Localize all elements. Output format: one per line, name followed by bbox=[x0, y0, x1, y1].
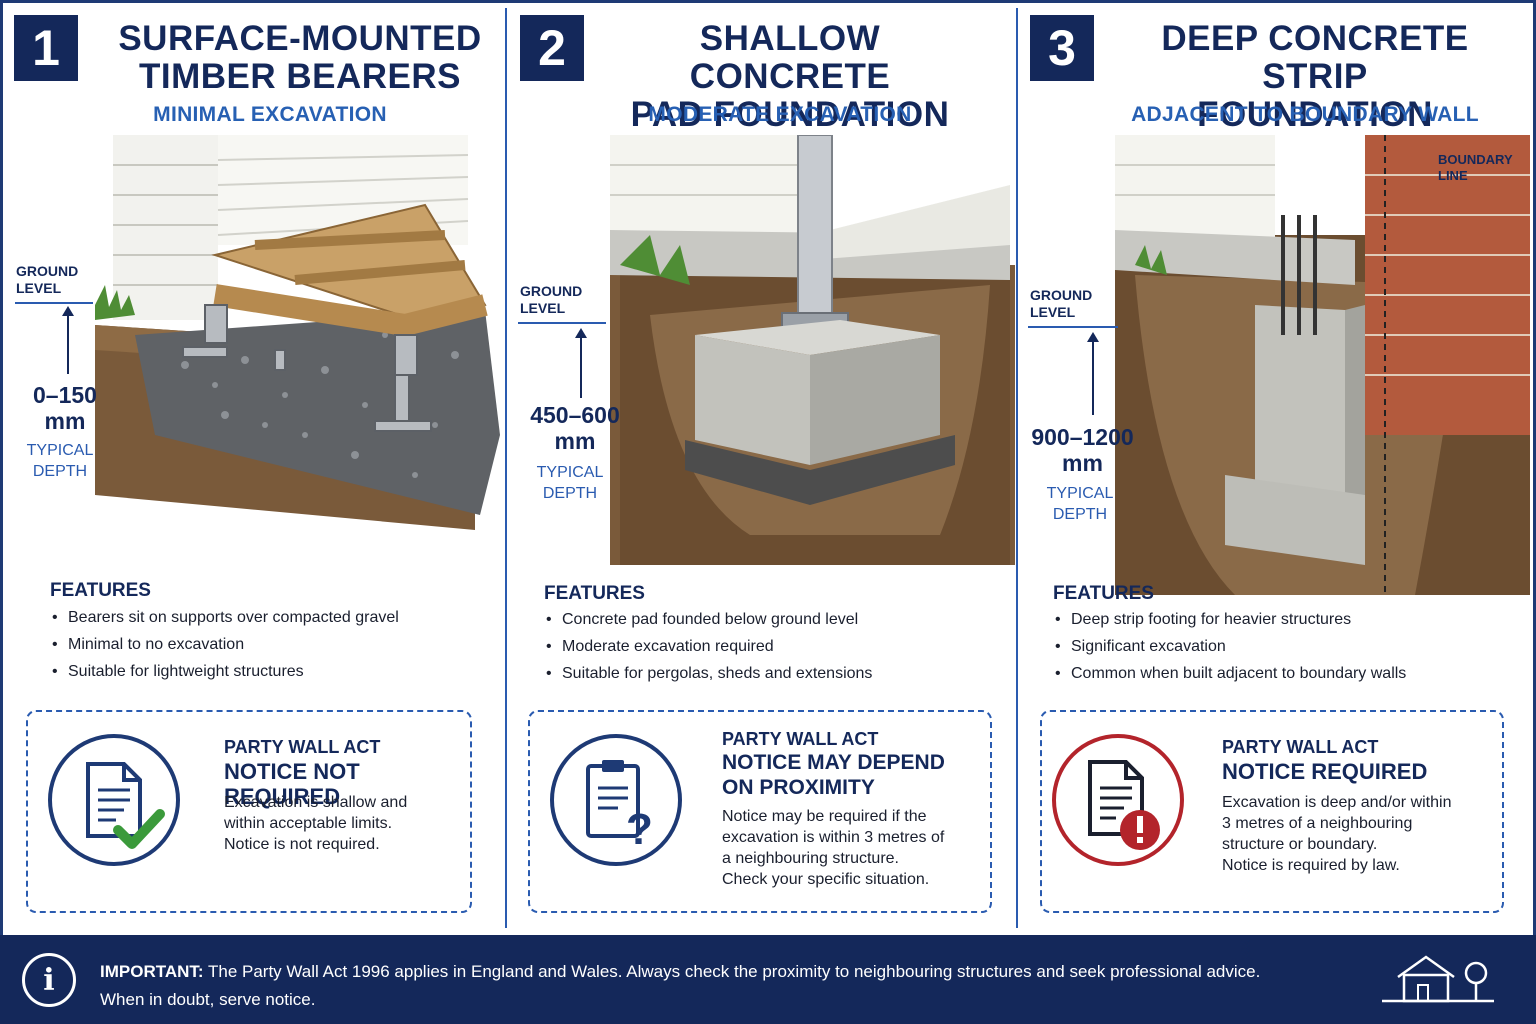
document-check-icon bbox=[48, 734, 180, 866]
panel-title: SHALLOW CONCRETE PAD FOUNDATION bbox=[630, 19, 950, 134]
typical-depth-value: 0–150 mm bbox=[33, 382, 97, 434]
panel-title: DEEP CONCRETE STRIP FOUNDATION bbox=[1161, 19, 1469, 134]
ground-level-label: GROUND LEVEL bbox=[1030, 287, 1093, 320]
features-list: Bearers sit on supports over compacted g… bbox=[50, 607, 399, 688]
notice-heading: PARTY WALL ACT bbox=[224, 737, 381, 757]
ground-level-label: GROUND LEVEL bbox=[520, 283, 583, 316]
notice-card: ? PARTY WALL ACT NOTICE MAY DEPEND ON PR… bbox=[528, 710, 992, 913]
feature-item: Suitable for pergolas, sheds and extensi… bbox=[544, 663, 872, 690]
info-icon: i bbox=[22, 953, 76, 1007]
typical-depth-label: TYPICAL DEPTH bbox=[26, 442, 94, 480]
features-list: Deep strip footing for heavier structure… bbox=[1053, 609, 1406, 690]
concrete-pad-illustration bbox=[610, 135, 1015, 565]
house-tree-icon bbox=[1378, 949, 1498, 1014]
features-list: Concrete pad founded below ground level … bbox=[544, 609, 872, 690]
column-divider bbox=[505, 8, 507, 928]
feature-item: Moderate excavation required bbox=[544, 636, 872, 663]
feature-item: Common when built adjacent to boundary w… bbox=[1053, 663, 1406, 690]
panel-subtitle: MODERATE EXCAVATION bbox=[648, 103, 912, 126]
column-divider bbox=[1016, 8, 1018, 928]
notice-description: Excavation is deep and/or within 3 metre… bbox=[1222, 794, 1452, 874]
feature-item: Significant excavation bbox=[1053, 636, 1406, 663]
timber-bearers-illustration bbox=[95, 135, 505, 565]
features-title: FEATURES bbox=[50, 580, 151, 601]
feature-item: Minimal to no excavation bbox=[50, 634, 399, 661]
features-title: FEATURES bbox=[544, 583, 645, 604]
notice-description: Notice may be required if the excavation… bbox=[722, 808, 945, 888]
features-title: FEATURES bbox=[1053, 583, 1154, 604]
footer-banner: i IMPORTANT: The Party Wall Act 1996 app… bbox=[0, 935, 1536, 1024]
notice-status: NOTICE REQUIRED bbox=[1222, 759, 1428, 784]
typical-depth-value: 900–1200 mm bbox=[1031, 424, 1134, 476]
footer-line-1: The Party Wall Act 1996 applies in Engla… bbox=[203, 962, 1261, 981]
panel-concrete-strip: 3 DEEP CONCRETE STRIP FOUNDATION ADJACEN… bbox=[1020, 0, 1536, 935]
panel-number: 2 bbox=[520, 15, 584, 81]
panel-subtitle: MINIMAL EXCAVATION bbox=[153, 103, 387, 126]
boundary-line-label: BOUNDARY LINE bbox=[1438, 152, 1513, 183]
ground-level-line bbox=[1028, 326, 1118, 328]
ground-level-line bbox=[518, 322, 606, 324]
concrete-strip-illustration bbox=[1115, 135, 1530, 595]
feature-item: Suitable for lightweight structures bbox=[50, 661, 399, 688]
notice-status: NOTICE MAY DEPEND bbox=[722, 751, 945, 774]
typical-depth-value: 450–600 mm bbox=[530, 402, 620, 454]
notice-heading: PARTY WALL ACT bbox=[1222, 737, 1379, 757]
notice-status: NOTICE NOT REQUIRED bbox=[224, 759, 360, 809]
panel-number: 3 bbox=[1030, 15, 1094, 81]
panel-title: SURFACE-MOUNTED TIMBER BEARERS bbox=[118, 19, 482, 96]
depth-arrow bbox=[1087, 332, 1099, 415]
notice-card: PARTY WALL ACT NOTICE NOT REQUIRED Excav… bbox=[26, 710, 472, 913]
depth-arrow bbox=[62, 306, 74, 374]
document-warning-icon bbox=[1052, 734, 1184, 866]
notice-card: PARTY WALL ACT NOTICE REQUIRED Excavatio… bbox=[1040, 710, 1504, 913]
notice-heading: PARTY WALL ACT bbox=[722, 729, 879, 749]
ground-level-line bbox=[15, 302, 93, 304]
svg-text:?: ? bbox=[626, 805, 653, 854]
important-label: IMPORTANT: bbox=[100, 962, 204, 981]
feature-item: Bearers sit on supports over compacted g… bbox=[50, 607, 399, 634]
panel-subtitle: ADJACENT TO BOUNDARY WALL bbox=[1131, 103, 1479, 126]
clipboard-question-icon: ? bbox=[550, 734, 682, 866]
ground-level-label: GROUND LEVEL bbox=[16, 263, 79, 296]
panel-timber-bearers: 1 SURFACE-MOUNTED TIMBER BEARERS MINIMAL… bbox=[0, 0, 510, 935]
typical-depth-label: TYPICAL DEPTH bbox=[536, 464, 604, 502]
feature-item: Concrete pad founded below ground level bbox=[544, 609, 872, 636]
feature-item: Deep strip footing for heavier structure… bbox=[1053, 609, 1406, 636]
footer-notice: IMPORTANT: The Party Wall Act 1996 appli… bbox=[100, 958, 1260, 1014]
notice-description: Excavation is shallow and within accepta… bbox=[224, 794, 408, 853]
panel-number: 1 bbox=[14, 15, 78, 81]
panel-concrete-pad: 2 SHALLOW CONCRETE PAD FOUNDATION MODERA… bbox=[510, 0, 1020, 935]
depth-arrow bbox=[575, 328, 587, 398]
footer-line-2: When in doubt, serve notice. bbox=[100, 990, 316, 1009]
typical-depth-label: TYPICAL DEPTH bbox=[1046, 485, 1114, 523]
notice-status-line2: ON PROXIMITY bbox=[722, 776, 875, 799]
